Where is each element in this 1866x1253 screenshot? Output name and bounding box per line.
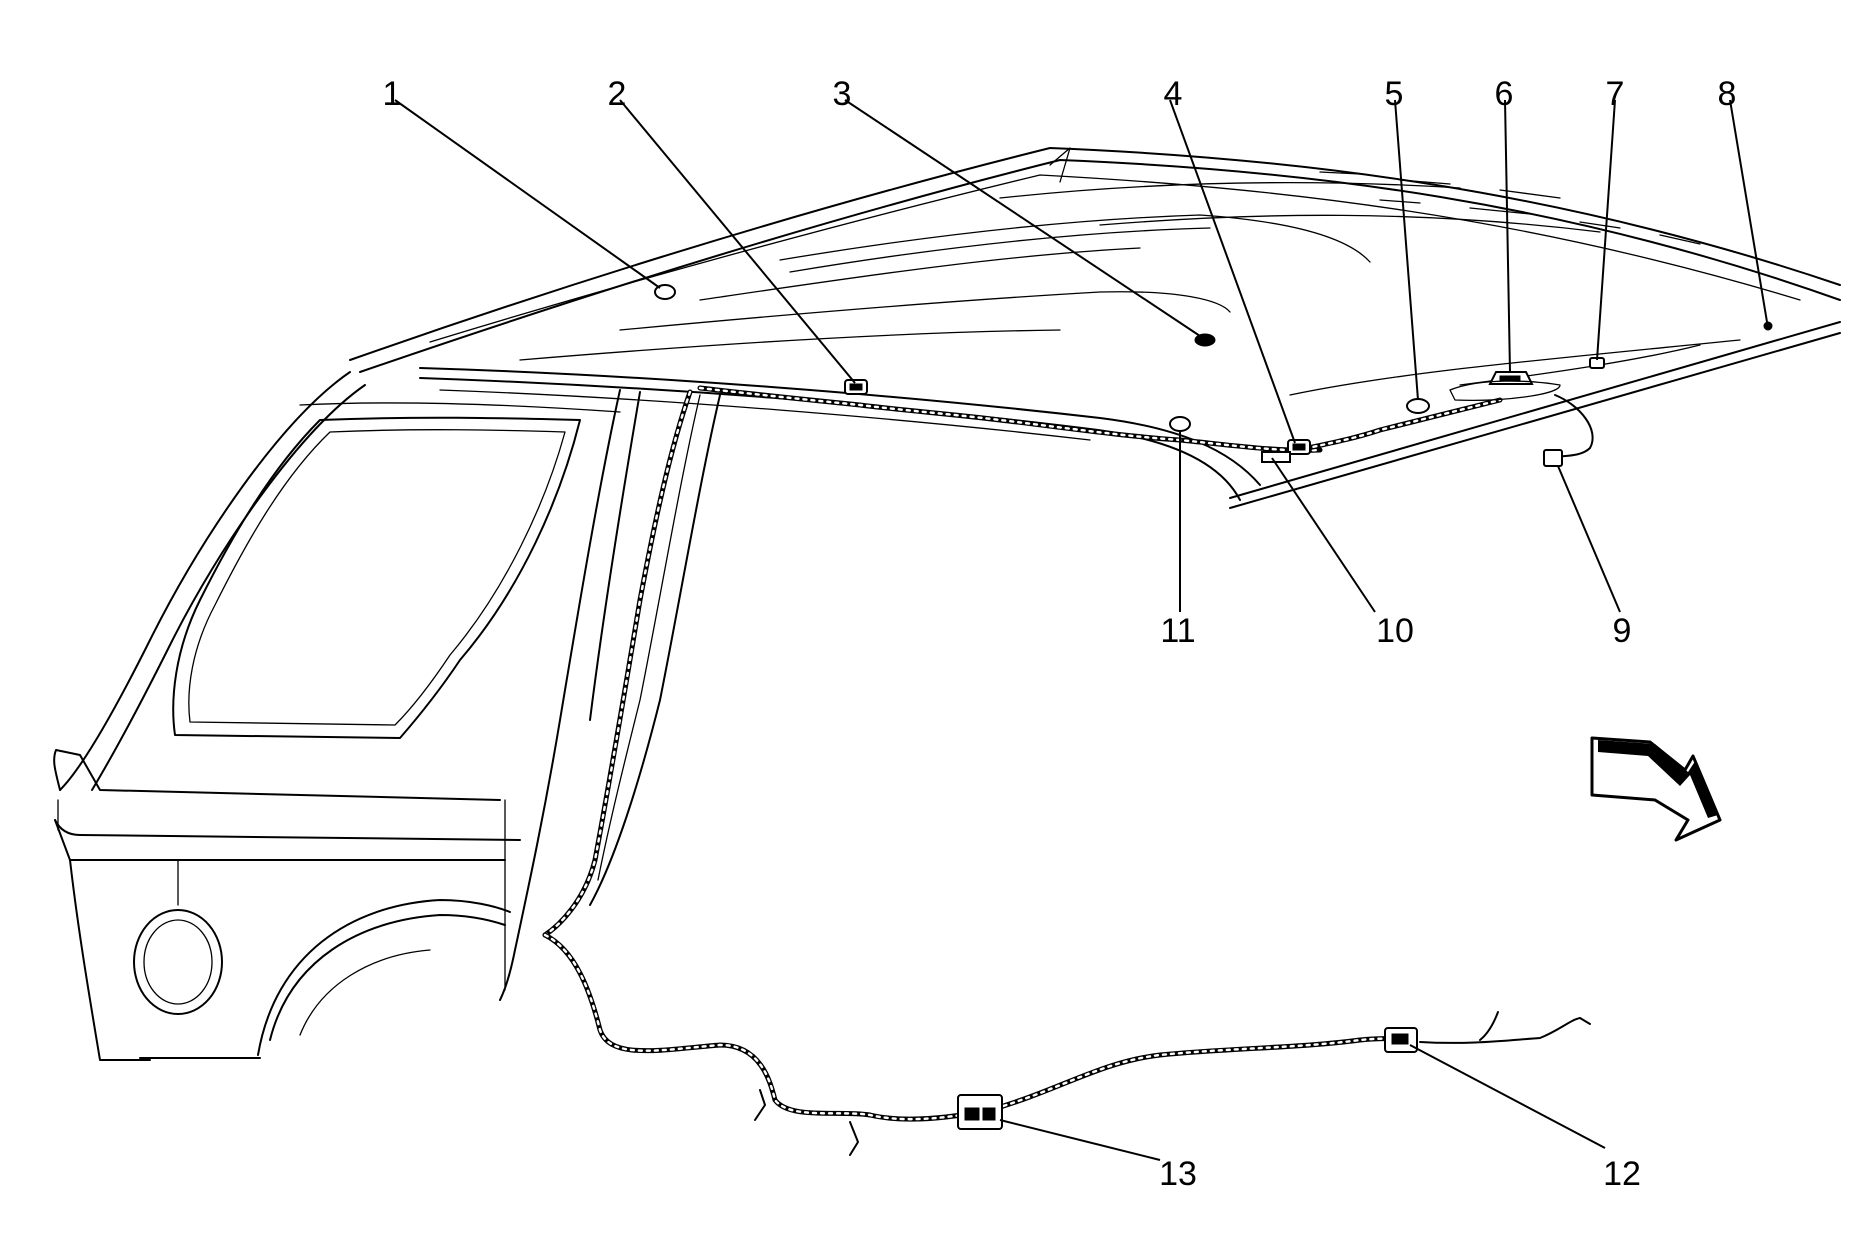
callout-labels: 1 2 3 4 5 6 7 8 9 10 11 12 13 <box>383 75 1737 1193</box>
callout-6: 6 <box>1495 75 1514 113</box>
callout-2: 2 <box>608 75 627 113</box>
callout-11: 11 <box>1160 612 1195 650</box>
part-10-bracket <box>1261 451 1291 463</box>
roof-wiring-harness <box>542 385 1591 1156</box>
front-direction-arrow-icon <box>1590 736 1722 842</box>
roof-panel <box>349 147 1841 509</box>
leader-lines <box>394 99 1768 1161</box>
part-8-clip <box>1763 321 1773 331</box>
callout-5: 5 <box>1385 75 1404 113</box>
callout-4: 4 <box>1164 75 1183 113</box>
callout-1: 1 <box>383 75 402 113</box>
part-3-clip <box>1194 333 1216 347</box>
callout-13: 13 <box>1159 1155 1197 1193</box>
body-side-panel <box>53 371 721 1061</box>
part-11-clip <box>1169 416 1191 432</box>
callout-3: 3 <box>833 75 852 113</box>
part-5-clip <box>1406 398 1430 414</box>
callout-12: 12 <box>1603 1155 1641 1193</box>
callout-9: 9 <box>1613 612 1632 650</box>
callout-10: 10 <box>1376 612 1414 650</box>
part-9-connector <box>1543 449 1563 467</box>
part-1-clip <box>654 284 676 300</box>
components <box>654 284 1773 1130</box>
callout-7: 7 <box>1606 75 1625 113</box>
callout-8: 8 <box>1718 75 1737 113</box>
